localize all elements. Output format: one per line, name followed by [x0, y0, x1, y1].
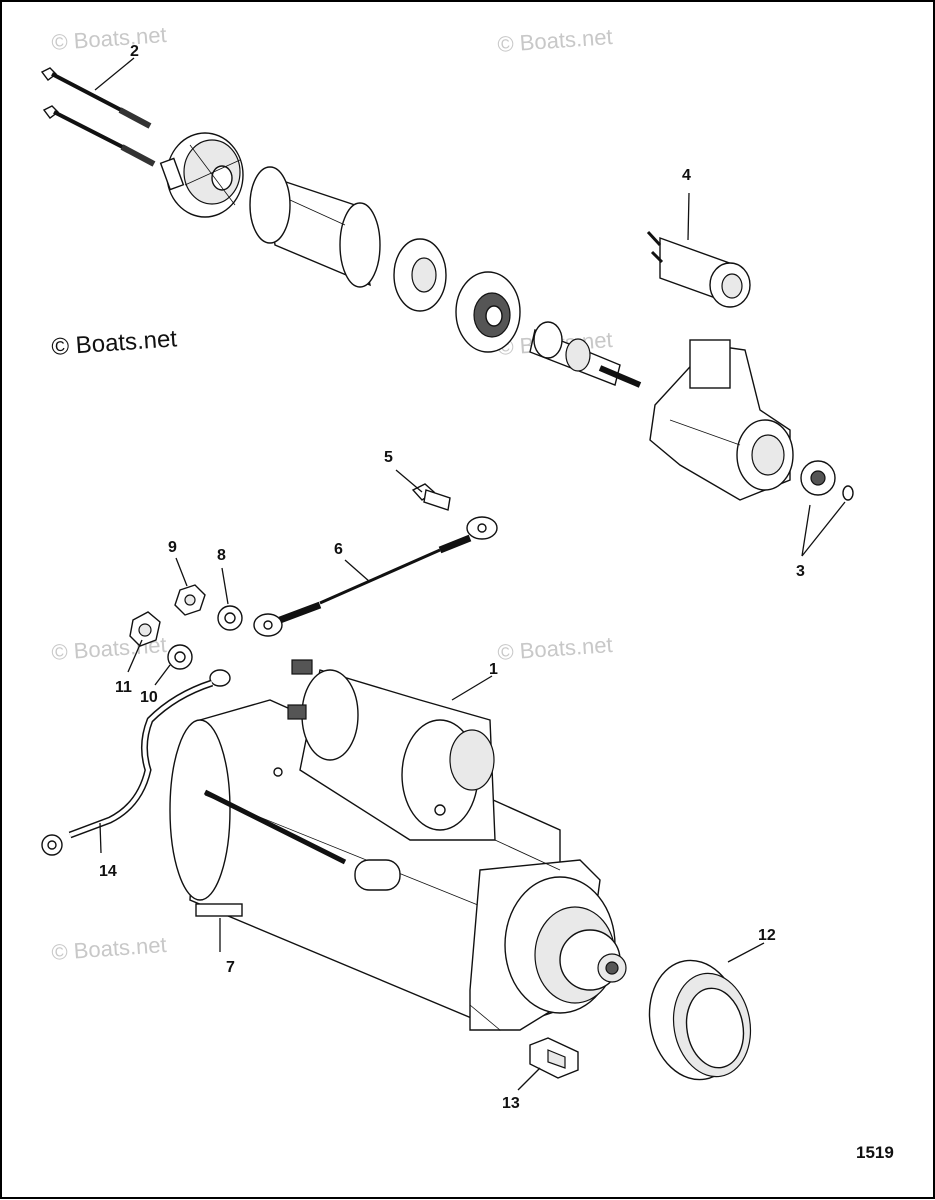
pinion-gear-part — [800, 460, 854, 501]
callout-number: 4 — [682, 167, 691, 184]
callout-number: 13 — [502, 1095, 520, 1112]
starter-motor-assembly-part — [169, 659, 627, 1031]
watermark: © Boats.net — [51, 325, 179, 361]
watermark: © Boats.net — [497, 24, 614, 57]
callout-number: 3 — [796, 563, 805, 580]
callout-number: 9 — [168, 539, 177, 556]
hex-nut-part — [174, 584, 206, 616]
watermark: © Boats.net — [51, 22, 168, 55]
callout-number: 5 — [384, 449, 393, 466]
callout-number: 1 — [489, 661, 498, 678]
lock-washer-part — [167, 644, 193, 670]
callout-number: 6 — [334, 541, 343, 558]
callout-number: 11 — [115, 679, 132, 696]
bearing-part — [455, 271, 521, 353]
thrust-washer-part — [393, 238, 447, 312]
commutator-end-cap-part — [159, 132, 244, 218]
bolt-part — [411, 483, 451, 511]
drive-end-housing-part — [649, 339, 794, 501]
watermark: © Boats.net — [497, 632, 614, 665]
callout-number: 8 — [217, 547, 226, 564]
field-frame-housing-part — [249, 166, 381, 288]
retaining-clip-part — [529, 1037, 579, 1079]
watermark: © Boats.net — [51, 932, 168, 965]
callout-leaders — [94, 57, 846, 1091]
small-solenoid-part — [646, 230, 751, 308]
armature-shaft-part — [529, 321, 642, 388]
battery-cable-part — [253, 516, 498, 637]
nose-ring-part — [648, 959, 752, 1081]
callout-number: 2 — [130, 43, 139, 60]
hex-nut-part — [129, 611, 161, 647]
figure-number: 1519 — [856, 1143, 894, 1162]
callout-number: 10 — [140, 689, 158, 706]
through-bolts-part — [40, 67, 156, 167]
lock-washer-part — [217, 605, 243, 631]
callout-number: 14 — [99, 863, 117, 880]
callout-number: 12 — [758, 927, 776, 944]
decal-part — [195, 903, 243, 917]
ground-cable-part — [41, 669, 231, 856]
callout-number: 7 — [226, 959, 235, 976]
